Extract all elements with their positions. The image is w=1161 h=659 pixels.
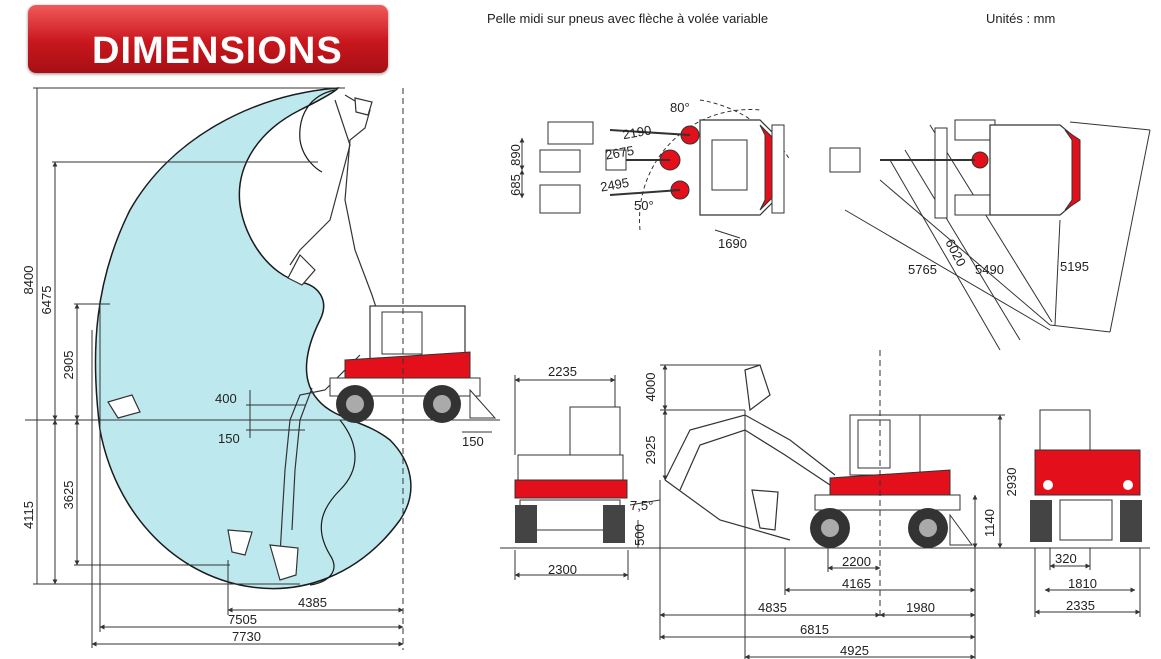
dim-150: 150 (218, 431, 240, 446)
upper-structure-top-2 (829, 119, 1081, 219)
dim-2495: 2495 (599, 175, 630, 195)
front-view: 2235 2300 7,5° 500 (500, 364, 1150, 580)
radius-5195: 5195 (1060, 259, 1089, 274)
reach-inner-curve (299, 89, 336, 173)
dim-500: 500 (632, 524, 647, 546)
dim-7730: 7730 (232, 629, 261, 644)
dimensions-banner: DIMENSIONS (28, 5, 388, 73)
dim-2930: 2930 (1004, 468, 1019, 497)
top-view-swing: 80° 50° 2190 2675 2495 890 685 1690 (508, 99, 791, 251)
dim-2300: 2300 (548, 562, 577, 577)
angle-7-5: 7,5° (630, 498, 653, 513)
working-range-view: 8400 6475 2905 4115 3625 400 150 150 438… (21, 87, 500, 650)
dim-2675: 2675 (604, 143, 635, 163)
dim-8400: 8400 (21, 266, 36, 295)
dim-4000: 4000 (643, 373, 658, 402)
dim-2905: 2905 (61, 351, 76, 380)
dim-1690: 1690 (718, 236, 747, 251)
dim-150-right: 150 (462, 434, 484, 449)
top-view-radius: 6020 5765 5490 5195 (829, 119, 1151, 351)
dim-1980: 1980 (906, 600, 935, 615)
excavator-side-machine (329, 305, 497, 423)
page-title: DIMENSIONS (92, 30, 343, 72)
angle-50: 50° (634, 198, 654, 213)
radius-6020: 6020 (942, 236, 969, 269)
dim-4925: 4925 (840, 643, 869, 658)
dim-7505: 7505 (228, 612, 257, 627)
transport-boom (664, 364, 836, 541)
rear-view: 320 1810 2335 (1030, 409, 1142, 617)
dim-1140: 1140 (982, 509, 997, 537)
dim-6815: 6815 (800, 622, 829, 637)
dim-4835: 4835 (758, 600, 787, 615)
dim-2190: 2190 (621, 122, 652, 142)
radius-5765: 5765 (908, 262, 937, 277)
reach-lower-curve (309, 419, 356, 586)
dim-4115: 4115 (21, 501, 36, 529)
units-label: Unités : mm (986, 11, 1056, 26)
front-machine (514, 406, 628, 543)
upper-structure-top (699, 119, 785, 216)
dim-2200: 2200 (842, 554, 871, 569)
dim-320: 320 (1055, 551, 1077, 566)
dim-4165: 4165 (842, 576, 871, 591)
radius-5490: 5490 (975, 262, 1004, 277)
transport-view: 4000 2925 1140 2930 2200 4165 4835 1980 … (643, 350, 1019, 659)
dim-4385: 4385 (298, 595, 327, 610)
transport-machine (810, 414, 973, 548)
angle-80: 80° (670, 100, 690, 115)
dim-1810: 1810 (1068, 576, 1097, 591)
machine-subtitle: Pelle midi sur pneus avec flèche à volée… (487, 11, 769, 26)
dim-2235: 2235 (548, 364, 577, 379)
dim-400: 400 (215, 391, 237, 406)
dim-685: 685 (508, 174, 523, 196)
dim-2335: 2335 (1066, 598, 1095, 613)
dim-890: 890 (508, 144, 523, 166)
dim-2925: 2925 (643, 436, 658, 465)
reach-envelope (94, 87, 412, 590)
buckets-top (539, 121, 627, 214)
dim-3625: 3625 (61, 481, 76, 510)
rear-machine (1030, 409, 1142, 542)
dim-6475: 6475 (39, 286, 54, 315)
excavator-arm-lower (107, 354, 361, 581)
excavator-arm-upper (287, 94, 386, 336)
